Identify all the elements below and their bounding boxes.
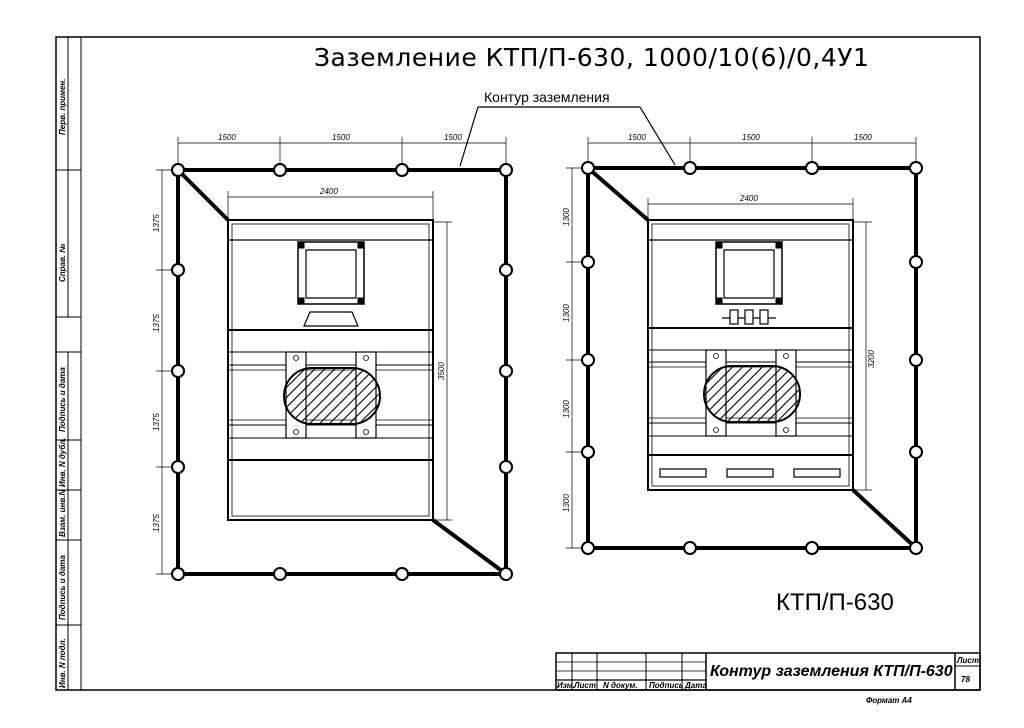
tb-col-ndokum: N докум. [603,681,638,690]
right-width-dim: 2400 [739,194,758,203]
right-side-dim-1: 1300 [562,208,571,226]
strip-label-podpis-2: Подпись и дата [58,555,67,620]
right-transformer-box [715,241,783,305]
right-substation-body [647,219,854,491]
right-bushings [722,309,776,325]
right-top-dim-2: 1500 [742,133,760,142]
model-label: КТП/П-630 [776,589,894,616]
right-top-dim-1: 1500 [628,133,646,142]
tb-col-list: Лист [573,681,596,690]
tb-drawing-name: Контур заземления КТП/П-630 [710,663,953,680]
strip-label-perv: Перв. примен. [58,79,67,135]
tb-format: Формат А4 [866,696,912,705]
right-substation-inner [651,223,850,487]
strip-label-inv-podl: Инв. N подл. [58,638,67,688]
right-plan: 1500 1500 1500 2400 3200 1300 1300 1300 … [562,133,923,555]
tb-sheet-number: 78 [961,675,970,684]
left-loop-tie-top [176,168,230,222]
title-block [555,652,981,691]
right-height-dim: 3200 [867,350,876,368]
tb-col-data: Дата [684,681,707,690]
left-height-dim: 3500 [437,362,446,380]
leader-label: Контур заземления [484,89,610,105]
left-side-dim-2: 1375 [152,314,161,332]
tb-col-izm: Изм. [557,681,575,690]
right-side-dim-4: 1300 [562,494,571,512]
left-top-dim-2: 1500 [332,133,350,142]
right-hatched-base [703,365,801,423]
strip-label-vzam: Взам. инв.N [58,490,67,537]
right-side-dim-3: 1300 [562,400,571,418]
right-loop-tie-bottom [851,488,918,550]
left-top-dim-1: 1500 [218,133,236,142]
right-vent-3 [793,468,841,478]
left-electrodes [171,163,513,581]
tb-col-podpis: Подпись [649,681,684,690]
tb-sheet-label: Лист [956,656,979,665]
strip-label-sprav: Справ. № [58,243,67,282]
left-transformer-box [297,241,365,305]
right-vent-2 [726,468,774,478]
inner-frame [80,36,981,691]
left-width-dim: 2400 [319,187,338,196]
drawing-title: Заземление КТП/П-630, 1000/10(6)/0,4У1 [314,43,869,72]
right-vent-1 [659,468,707,478]
left-side-dim-3: 1375 [152,413,161,431]
right-electrodes [581,161,923,555]
left-loop-tie-bottom [431,518,508,576]
strip-label-inv-dubl: Инв. N дубл. [58,438,67,487]
right-top-dim-3: 1500 [854,133,872,142]
left-plan: 1500 1500 1500 2400 3500 1375 1375 1375 … [152,133,513,581]
strip-label-podpis-1: Подпись и дата [58,367,67,432]
right-loop-tie-top [586,166,650,222]
left-side-dim-4: 1375 [152,514,161,532]
left-top-dim-3: 1500 [444,133,462,142]
left-strip [56,37,81,690]
grounding-leader [459,106,676,167]
left-side-dim-1: 1375 [152,214,161,232]
left-hatched-base [283,367,381,425]
right-side-dim-2: 1300 [562,304,571,322]
